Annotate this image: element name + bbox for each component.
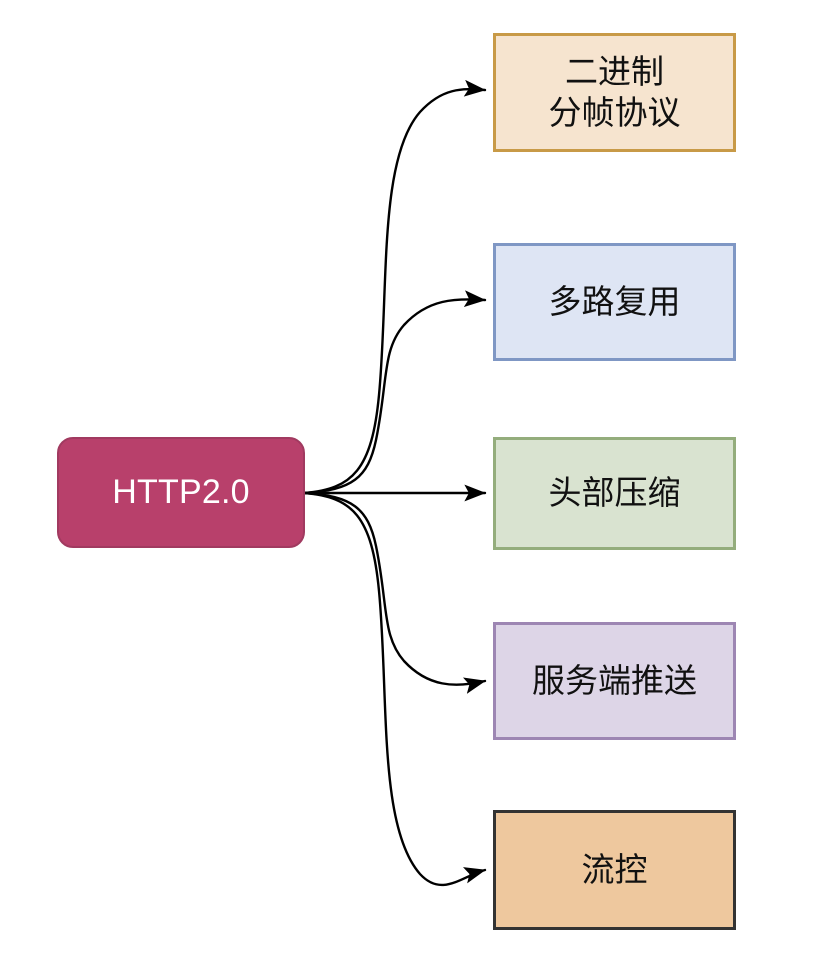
node-server-push[interactable]: 服务端推送 (493, 622, 736, 740)
node-root-label: HTTP2.0 (112, 472, 250, 511)
node-multiplexing-label: 多路复用 (548, 281, 681, 321)
node-binary-framing[interactable]: 二进制 分帧协议 (493, 33, 736, 152)
node-flow-control[interactable]: 流控 (493, 810, 736, 930)
node-binary-framing-label: 二进制 分帧协议 (549, 52, 681, 133)
node-server-push-label: 服务端推送 (532, 660, 697, 700)
node-multiplexing[interactable]: 多路复用 (493, 243, 736, 361)
node-flow-control-label: 流控 (581, 849, 648, 889)
node-root-http2[interactable]: HTTP2.0 (57, 437, 305, 548)
edge-to-multiplexing (303, 290, 487, 495)
edge-to-flow-control (303, 491, 487, 887)
label-line-2: 分帧协议 (548, 92, 681, 132)
edge-to-server-push (303, 491, 487, 694)
node-header-compression[interactable]: 头部压缩 (493, 437, 736, 550)
edge-to-binary-framing (303, 79, 487, 495)
label-line-1: 二进制 (565, 52, 664, 92)
node-header-compression-label: 头部压缩 (548, 473, 681, 513)
